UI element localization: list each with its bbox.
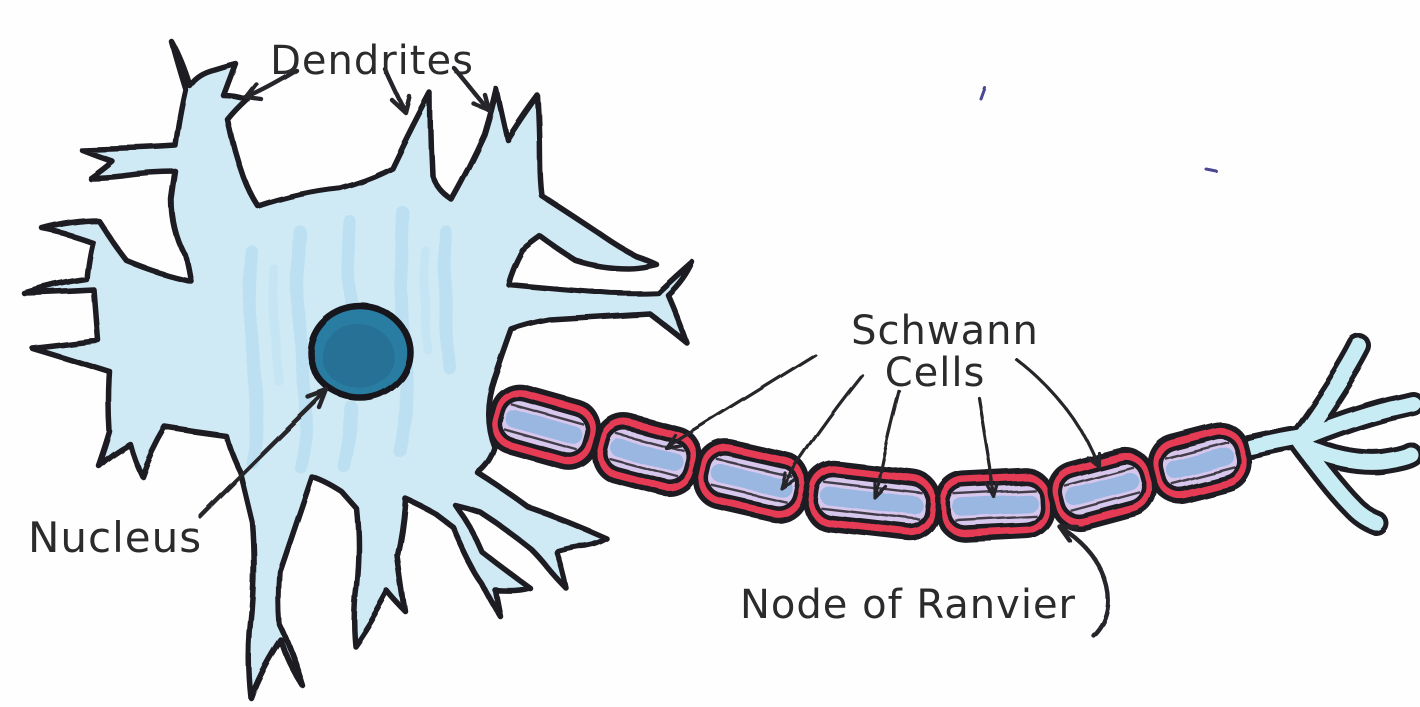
myelin-segment-4 — [802, 460, 942, 542]
myelin-segment-3 — [693, 439, 811, 523]
schwann-cells-label-line2: Cells — [885, 350, 986, 396]
myelin-segments — [486, 384, 1253, 543]
schwann-pointer-3 — [873, 390, 902, 500]
schwann-pointer-5 — [1015, 358, 1100, 468]
labels: Dendrites Nucleus Schwann Cells Node of … — [28, 38, 1076, 628]
schwann-pointer-2 — [779, 373, 864, 490]
annotations — [197, 65, 1218, 639]
ink-speck-1 — [977, 84, 985, 99]
myelin-segment-2 — [591, 413, 703, 497]
node-of-ranvier-arrow — [1056, 523, 1111, 639]
myelin-segment-5 — [934, 467, 1056, 543]
myelin-segment-6 — [1046, 446, 1158, 532]
axon-terminal — [1239, 334, 1420, 536]
nucleus-shade — [322, 324, 394, 388]
dendrite-arrow-2 — [383, 67, 413, 116]
nucleus-arrow — [197, 387, 330, 519]
myelin-segment-1 — [486, 384, 602, 470]
cell-body — [21, 39, 695, 701]
myelin-segment-7 — [1147, 421, 1253, 505]
ink-speck-2 — [1204, 167, 1218, 173]
schwann-pointer-1 — [664, 353, 817, 450]
node-of-ranvier-label: Node of Ranvier — [740, 582, 1076, 628]
schwann-cells-label-line1: Schwann — [851, 308, 1039, 354]
dendrites-label: Dendrites — [270, 38, 474, 84]
dendrite-arrow-1 — [243, 67, 299, 102]
nucleus-label: Nucleus — [28, 513, 202, 562]
dendrite-arrow-3 — [451, 65, 493, 114]
schwann-pointer-4 — [976, 395, 1000, 499]
